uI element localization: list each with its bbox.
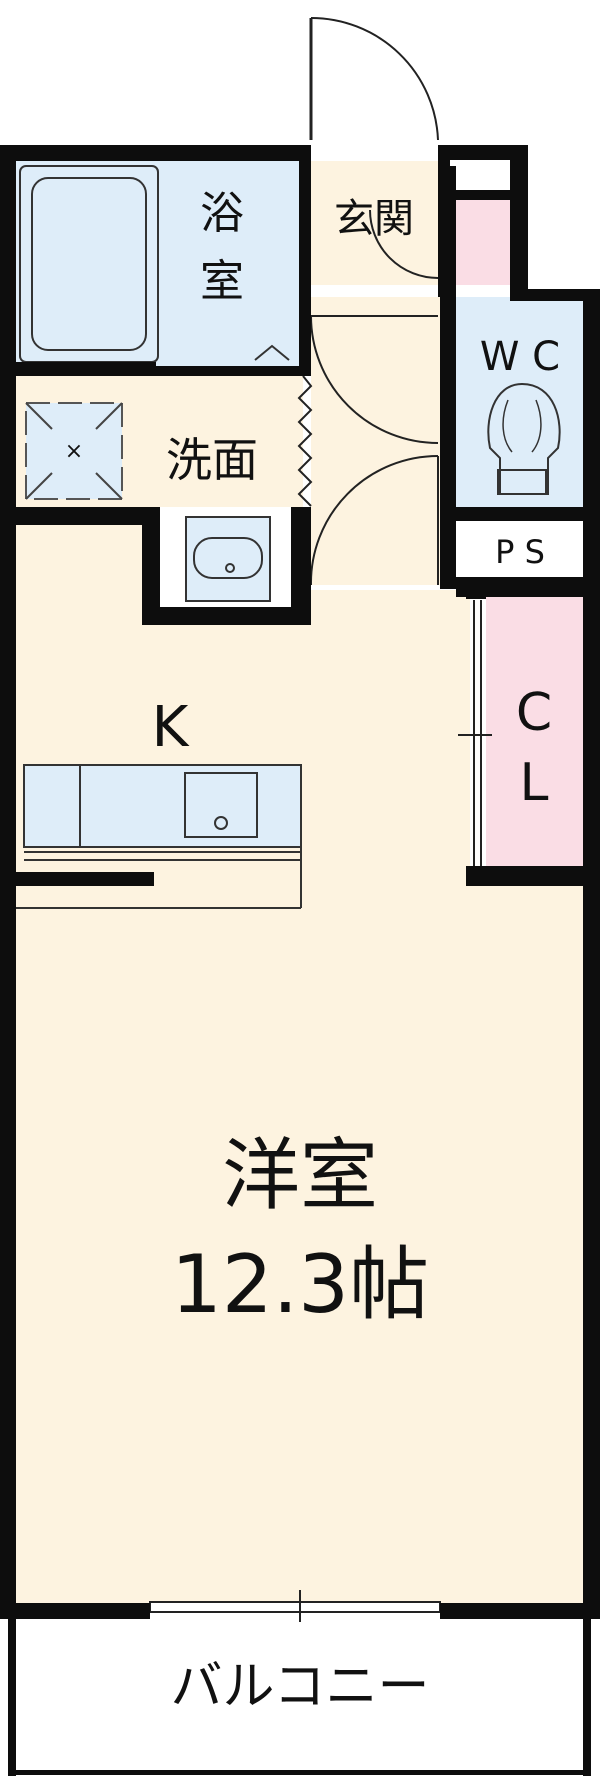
closet-floor (486, 597, 583, 870)
washbasin-icon (185, 516, 271, 602)
closet-label-1: C (516, 683, 552, 743)
washroom-folding-door[interactable] (297, 375, 313, 507)
toilet-icon (487, 382, 561, 495)
genkan-step (369, 209, 439, 279)
ps-label: P S (495, 533, 545, 571)
kitchen-counter (16, 764, 302, 909)
wc-label: W C (480, 334, 560, 380)
balcony-floor (16, 1619, 583, 1775)
washing-machine-pan-icon: × (25, 402, 123, 500)
room-door[interactable] (309, 455, 439, 586)
balcony-label: バルコニー (171, 1657, 430, 1717)
wc-floor (456, 297, 583, 507)
svg-text:×: × (65, 439, 83, 464)
entrance-door[interactable] (309, 16, 439, 141)
walls (0, 145, 600, 1776)
closet-label-2: L (520, 753, 549, 813)
western-room-size: 12.3帖 (171, 1238, 429, 1331)
wc-door[interactable] (310, 315, 439, 444)
genkan-storage (456, 200, 511, 285)
ps-floor (456, 521, 583, 577)
genkan-floor (311, 161, 440, 285)
bathroom-label-2: 室 (200, 256, 244, 307)
western-room-label: 洋室 (222, 1131, 378, 1221)
genkan-label: 玄関 (334, 196, 414, 242)
kitchen-label: K (152, 695, 190, 760)
washroom-label: 洗面 (166, 433, 258, 487)
closet-sliding-door[interactable] (458, 600, 492, 870)
bathroom-label-1: 浴 (200, 188, 244, 239)
